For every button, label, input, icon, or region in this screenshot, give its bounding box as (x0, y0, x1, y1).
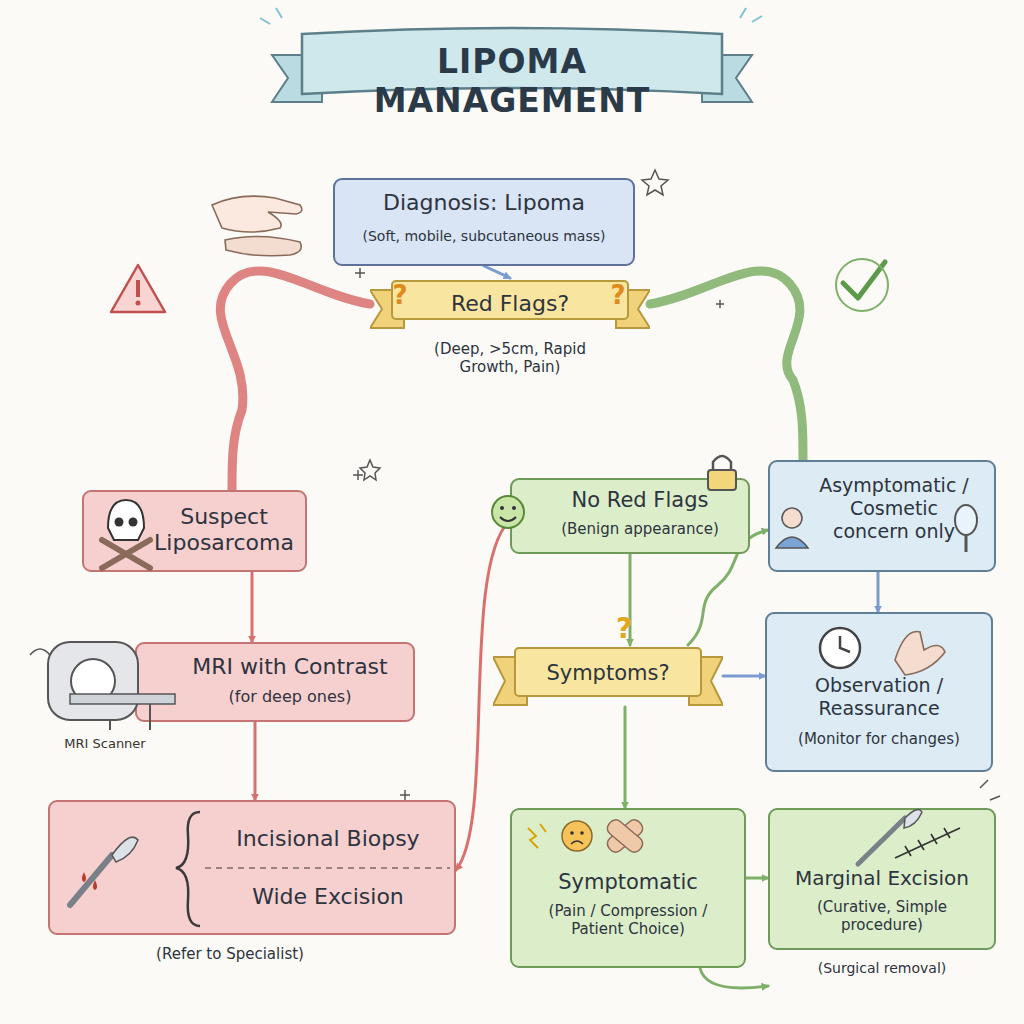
connector-arrow (624, 707, 627, 808)
box-fill (48, 800, 456, 935)
node-detail: (for deep ones) (165, 687, 415, 706)
alert-box: Suspect Liposarcoma (82, 490, 307, 572)
node-detail: (Soft, mobile, subcutaneous mass) (333, 228, 635, 245)
node-detail: (Pain / Compression / Patient Choice) (528, 902, 728, 938)
connector-arrow (484, 266, 510, 278)
node-heading: Red Flags? (370, 291, 650, 317)
node-detail: (Curative, Simple procedure) (787, 898, 977, 934)
connector-arrow (723, 675, 765, 678)
start-box: Diagnosis: Lipoma (Soft, mobile, subcutan… (333, 178, 635, 266)
node-detail: (Deep, >5cm, Rapid Growth, Pain) (415, 340, 605, 376)
palpating-hand-icon (212, 196, 302, 256)
connector-arrow (251, 572, 254, 642)
connector-arrow (650, 271, 803, 460)
icon-caption: MRI Scanner (40, 736, 170, 751)
connector-arrow (746, 877, 768, 880)
node-heading: Symptoms? (493, 661, 723, 686)
node-heading: Marginal Excision (772, 866, 992, 890)
process-box: Observation / Reassurance (Monitor for ch… (765, 612, 993, 772)
node-heading: No Red Flags (540, 488, 740, 513)
sparkle-marks (30, 170, 1000, 800)
process-box: Incisional BiopsyWide Excision (Refer to … (48, 800, 456, 965)
title-ribbon-tail (702, 55, 752, 102)
outcome-box: Symptomatic (Pain / Compression / Patient… (510, 808, 746, 968)
warning-icon (111, 265, 165, 312)
question-mark: ? (612, 612, 636, 645)
process-box: Marginal Excision (Curative, Simple proce… (768, 808, 996, 998)
check-icon (836, 259, 888, 311)
node-heading: Observation / Reassurance (779, 674, 979, 720)
question-mark: ? (388, 280, 412, 310)
diagram-title: LIPOMA MANAGEMENT (300, 42, 724, 120)
node-heading: MRI with Contrast (165, 654, 415, 680)
node-heading: Asymptomatic / Cosmetic concern only (812, 474, 976, 542)
sparkle-marks (260, 8, 762, 24)
decision-banner: Symptoms? (493, 645, 723, 707)
connector-arrow (254, 722, 257, 800)
outcome-box: No Red Flags (Benign appearance) (510, 478, 750, 554)
process-box: MRI with Contrast (for deep ones) (135, 642, 415, 722)
connector-arrow (700, 968, 768, 988)
title-ribbon-tail (272, 55, 322, 102)
question-mark: ? (606, 280, 630, 310)
node-detail: (Refer to Specialist) (80, 945, 380, 963)
decision-banner: Red Flags? (Deep, >5cm, Rapid Growth, Pai… (370, 278, 650, 390)
node-detail: (Benign appearance) (540, 520, 740, 538)
node-detail: (Surgical removal) (772, 960, 992, 977)
node-heading: Diagnosis: Lipoma (333, 190, 635, 216)
connector-arrow (877, 572, 880, 612)
node-heading: Symptomatic (518, 870, 738, 895)
node-heading: Incisional Biopsy (208, 826, 448, 852)
outcome-box: Asymptomatic / Cosmetic concern only (768, 460, 996, 572)
node-detail: Wide Excision (208, 884, 448, 910)
connector-arrow (220, 271, 370, 490)
node-heading: Suspect Liposarcoma (144, 504, 304, 557)
node-detail: (Monitor for changes) (769, 730, 989, 748)
